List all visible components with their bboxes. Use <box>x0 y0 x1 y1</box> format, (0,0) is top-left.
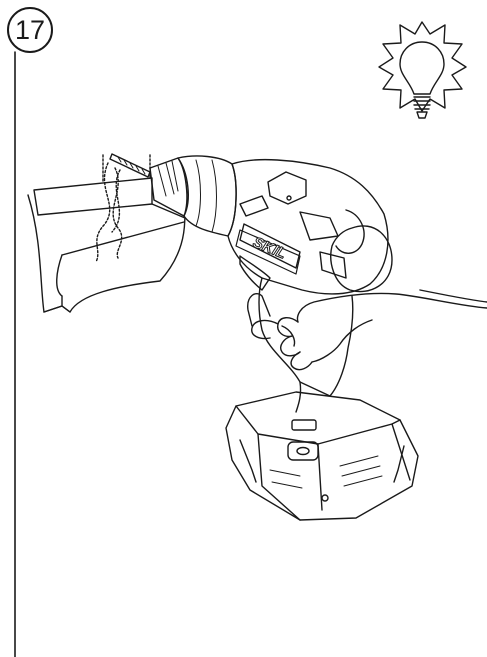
lightbulb-icon <box>378 21 467 119</box>
wall-with-bag <box>27 153 186 313</box>
step-number-badge: 17 <box>7 7 53 53</box>
hand-holding-drill <box>247 289 487 371</box>
cordless-drill <box>149 155 419 521</box>
brand-logo: SKIL <box>251 234 289 263</box>
